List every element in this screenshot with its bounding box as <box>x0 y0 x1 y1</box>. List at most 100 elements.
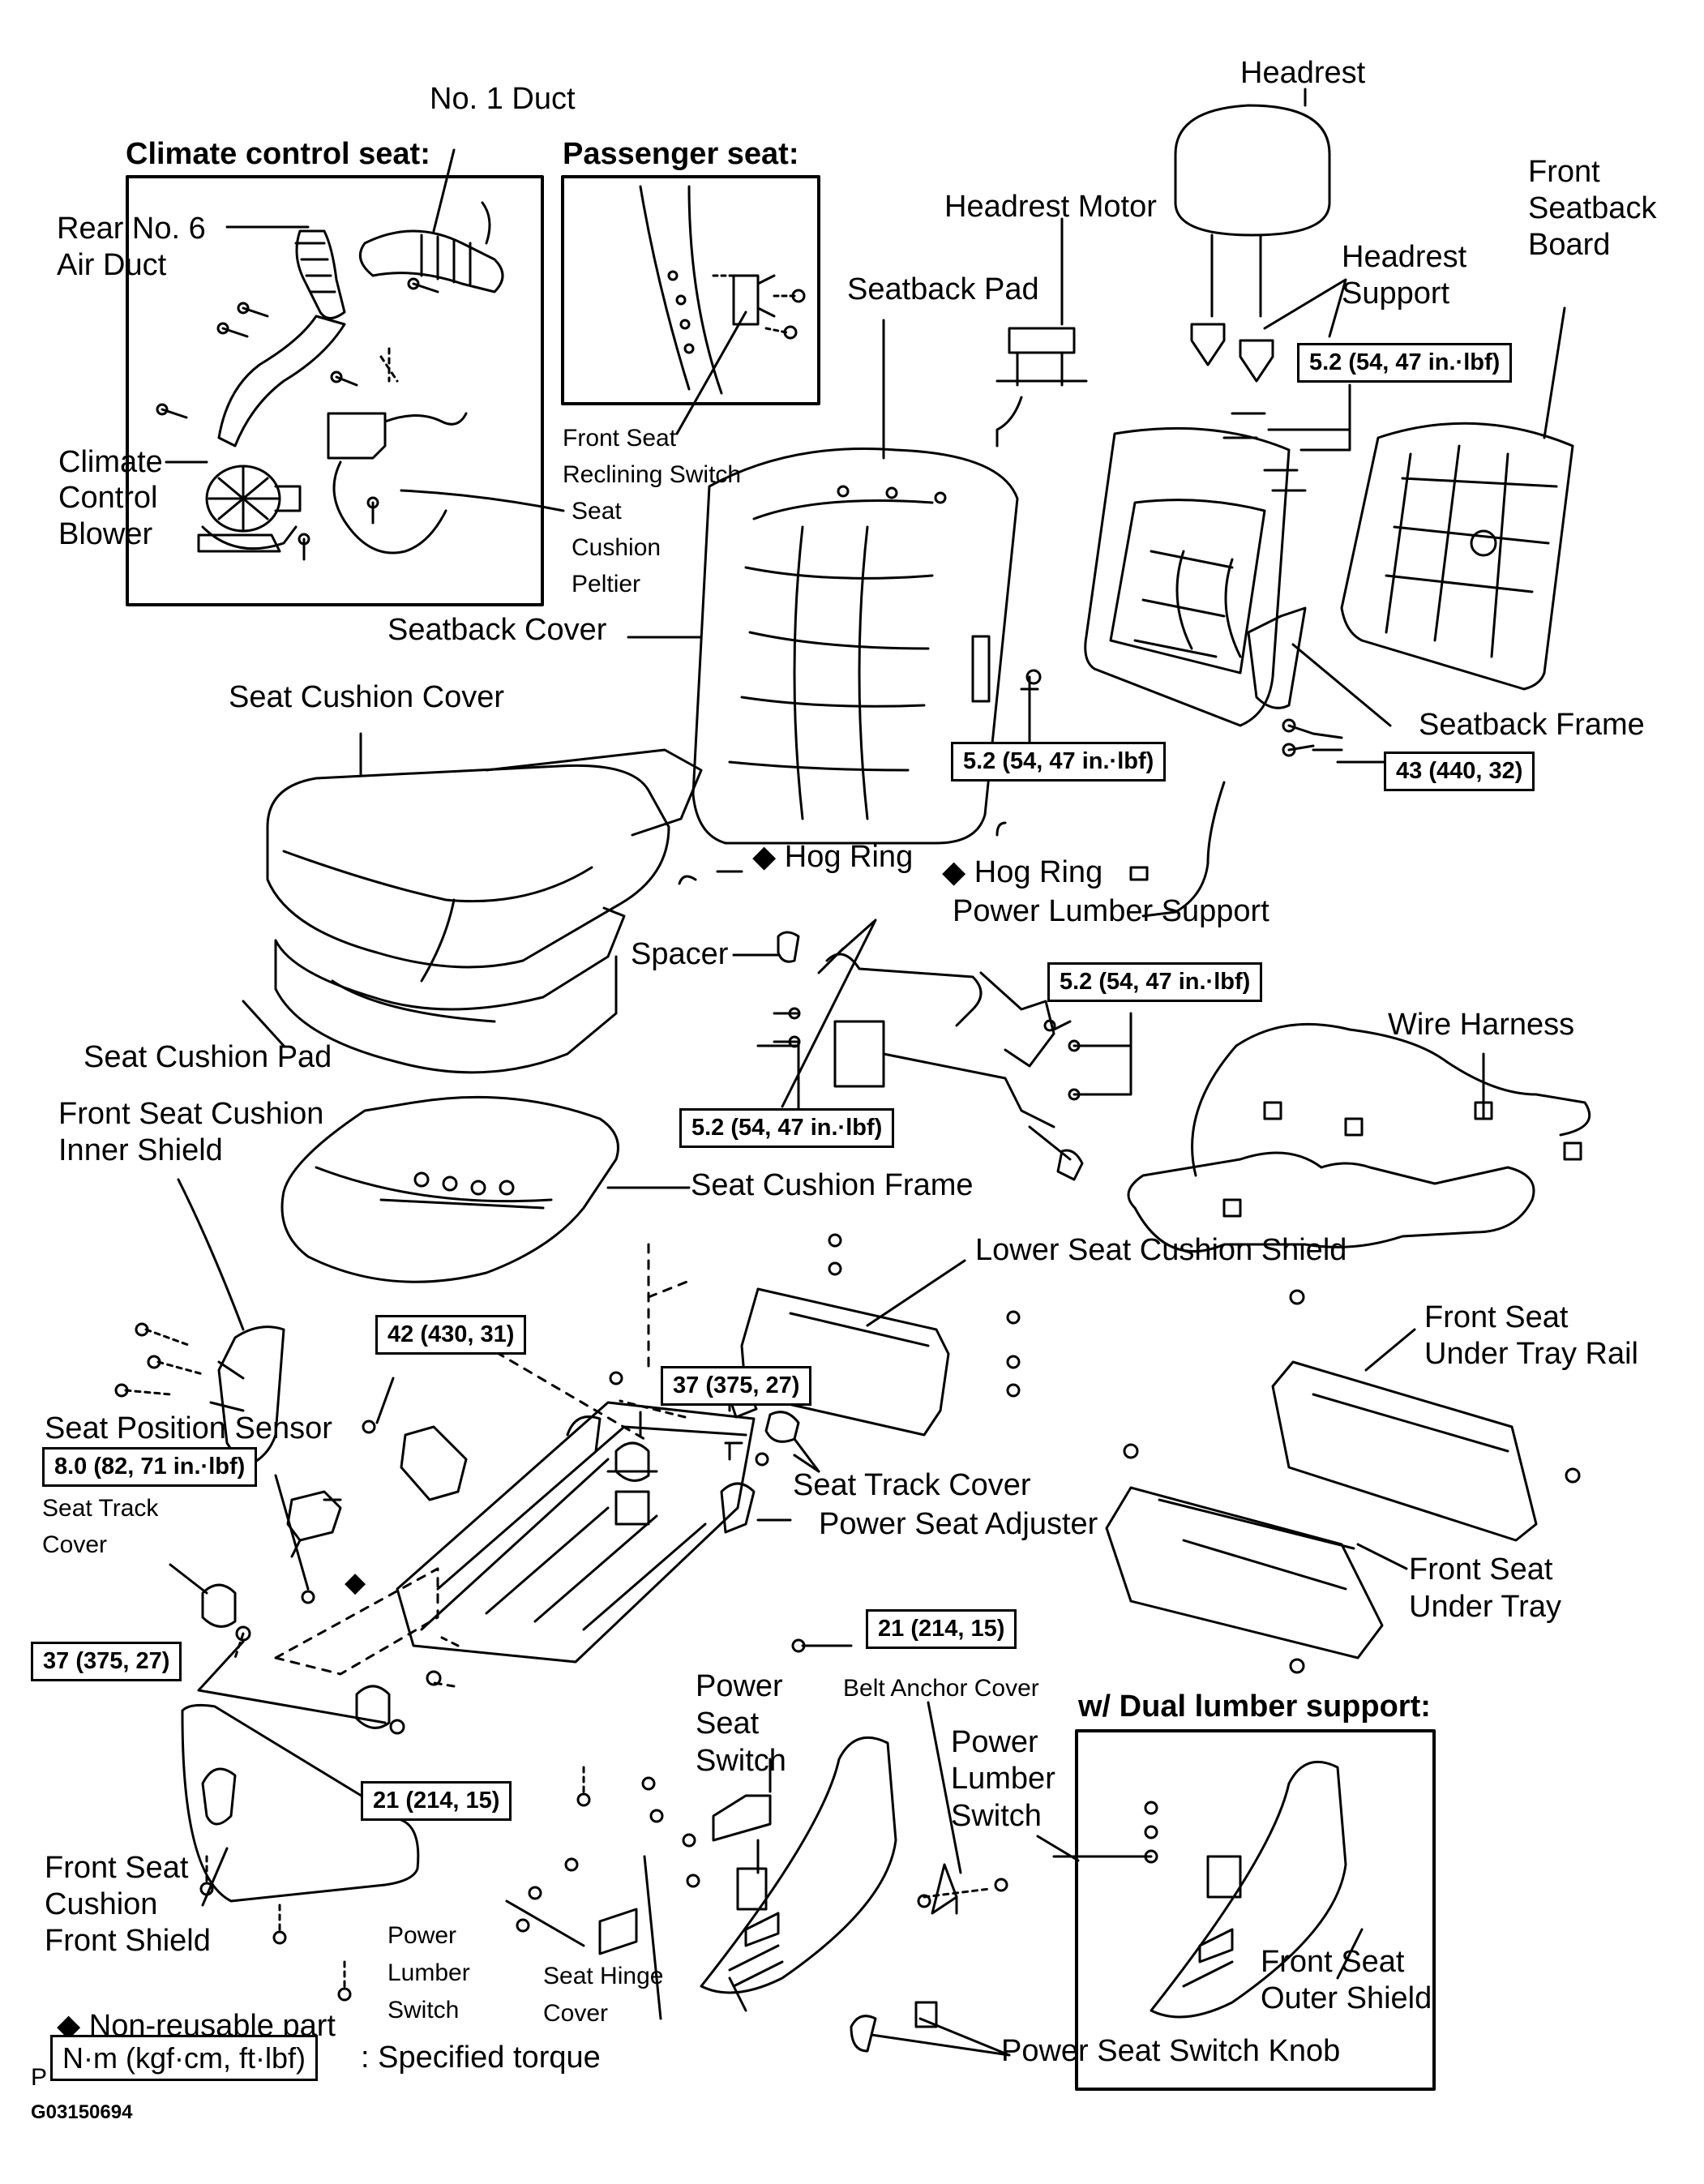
lower-seat-cushion-shield-label: Lower Seat Cushion Shield <box>975 1233 1347 1267</box>
power-lumber-switch-label-3: Switch <box>951 1799 1042 1833</box>
seat-cushion-peltier-label-2: Cushion <box>572 534 661 561</box>
passenger-seat-header: Passenger seat: <box>563 137 799 171</box>
seat-belt-buckle <box>400 1425 468 1501</box>
climate-hose <box>217 315 346 448</box>
power-seat-switch-knob <box>850 2001 938 2053</box>
front-seat-under-tray-rail-label-2: Under Tray Rail <box>1424 1337 1638 1371</box>
legend-torque-box: N·m (kgf·cm, ft·lbf) <box>50 2035 318 2082</box>
headrest-motor-label: Headrest Motor <box>944 190 1157 224</box>
front-seat-outer-shield-label-1: Front Seat <box>1261 1945 1405 1979</box>
front-seat-under-tray-label-1: Front Seat <box>1409 1552 1553 1587</box>
figure-code: G03150694 <box>31 2101 133 2123</box>
torque-track-left: 37 (375, 27) <box>31 1642 182 1681</box>
power-seat-switch-knob-label: Power Seat Switch Knob <box>1001 2034 1341 2068</box>
climate-control-blower-label-3: Blower <box>58 517 153 551</box>
power-lumber-switch-low-label-3: Switch <box>387 1997 460 2023</box>
torque-adjuster-right: 21 (214, 15) <box>866 1609 1017 1649</box>
seat-cushion-cover-label: Seat Cushion Cover <box>229 680 505 714</box>
front-seatback-board <box>1340 422 1574 691</box>
seat-position-sensor-label: Seat Position Sensor <box>45 1411 332 1445</box>
seat-cushion-cover <box>266 748 703 983</box>
power-seat-adjuster <box>396 1401 756 1664</box>
torque-adjuster-top: 42 (430, 31) <box>375 1315 527 1355</box>
headrest <box>1174 104 1331 383</box>
seat-hinge-cover-label-2: Cover <box>543 2000 609 2027</box>
power-lumber-switch-low-label-2: Lumber <box>387 1959 470 1986</box>
headrest-support-label-1: Headrest <box>1342 240 1467 274</box>
torque-seatback-frame: 43 (440, 32) <box>1384 752 1535 791</box>
power-seat-adjuster-label: Power Seat Adjuster <box>819 1507 1098 1541</box>
climate-control-blower <box>197 465 302 553</box>
climate-control-blower-label-2: Control <box>58 481 158 515</box>
no1-duct <box>358 201 504 293</box>
lower-seat-cushion-shield <box>740 1287 950 1437</box>
spacer <box>777 931 800 963</box>
front-seat-cushion-front-shield-label-3: Front Shield <box>45 1924 211 1958</box>
dual-lumber-inset-frame <box>1075 1729 1436 2091</box>
front-seat-cushion-inner-shield-label-1: Front Seat Cushion <box>58 1097 324 1131</box>
rear-no6-air-duct-label-2: Air Duct <box>57 248 167 282</box>
headrest-motor <box>995 327 1088 448</box>
climate-inset-frame <box>126 175 544 606</box>
front-seat-cushion-front-shield-label-1: Front Seat <box>45 1851 189 1885</box>
seat-track-cover-left-label-1: Seat Track <box>42 1495 159 1522</box>
climate-control-blower-label-1: Climate <box>58 445 163 479</box>
seatback-frame <box>1084 426 1307 727</box>
spacer-label: Spacer <box>631 937 729 971</box>
front-seat-under-tray-rail <box>1271 1360 1538 1542</box>
headrest-label: Headrest <box>1240 56 1366 90</box>
legend-p-mark: P <box>31 2064 48 2091</box>
torque-track-cover: 37 (375, 27) <box>661 1366 812 1406</box>
seat-cushion-pad-label: Seat Cushion Pad <box>83 1040 332 1074</box>
seatback-frame-label: Seatback Frame <box>1419 708 1645 742</box>
power-seat-switch-label-2: Seat <box>696 1707 760 1741</box>
seat-cushion-peltier-label-1: Seat <box>572 498 622 525</box>
front-seatback-board-label-2: Seatback <box>1528 191 1657 225</box>
power-lumber-support-label: Power Lumber Support <box>953 894 1269 928</box>
no1-duct-label: No. 1 Duct <box>430 82 576 116</box>
climate-bolts <box>156 277 439 561</box>
seat-track-cover-right-label: Seat Track Cover <box>793 1468 1031 1502</box>
seat-track-cover-left <box>201 1583 237 1628</box>
torque-seatback-top: 5.2 (54, 47 in.·lbf) <box>1297 343 1513 383</box>
front-seat-cushion-inner-shield-label-2: Inner Shield <box>58 1133 223 1167</box>
seat-cushion-frame <box>280 1095 619 1283</box>
headrest-support-label-2: Support <box>1342 276 1450 310</box>
seat-cushion-frame-label: Seat Cushion Frame <box>691 1168 974 1202</box>
power-lumber-switch-label-1: Power <box>951 1725 1038 1759</box>
wire-harness <box>1127 1022 1591 1253</box>
power-lumber-switch-low <box>598 1908 638 1955</box>
seat-cushion-pad <box>274 906 626 1074</box>
hog-ring-label-2: ◆ Hog Ring <box>942 855 1103 889</box>
torque-sensor: 8.0 (82, 71 in.·lbf) <box>42 1447 258 1487</box>
front-seat-under-tray-label-2: Under Tray <box>1409 1590 1561 1624</box>
wire-harness-label: Wire Harness <box>1388 1008 1575 1042</box>
torque-seatback-side: 5.2 (54, 47 in.·lbf) <box>951 742 1167 782</box>
front-seat-outer-shield-label-2: Outer Shield <box>1261 1981 1432 2015</box>
seat-hinge-cover-label-1: Seat Hinge <box>543 1963 664 1989</box>
front-seat-under-tray-rail-label-1: Front Seat <box>1424 1300 1569 1334</box>
front-seat-cushion-front-shield-label-2: Cushion <box>45 1887 158 1921</box>
torque-lumber-right: 5.2 (54, 47 in.·lbf) <box>1047 962 1263 1002</box>
torque-lumber-left: 5.2 (54, 47 in.·lbf) <box>679 1108 895 1148</box>
power-seat-switch-label-3: Switch <box>696 1744 786 1778</box>
rear-no6-air-duct-label-1: Rear No. 6 <box>57 212 206 246</box>
dual-lumber-support-header: w/ Dual lumber support: <box>1078 1689 1431 1724</box>
passenger-inset-frame <box>561 175 820 405</box>
legend-torque-text: : Specified torque <box>361 2041 601 2075</box>
power-seat-switch-label-1: Power <box>696 1669 783 1703</box>
front-seat-reclining-switch-label-1: Front Seat <box>563 425 677 452</box>
non-reusable-marker: ◆ <box>345 1567 366 1598</box>
seatback-cover-label: Seatback Cover <box>387 613 607 647</box>
front-seatback-board-label-1: Front <box>1528 155 1600 189</box>
dual-lumber-outer-shield <box>1150 1760 1347 2019</box>
front-seat-reclining-switch-label-2: Reclining Switch <box>563 461 742 488</box>
climate-control-seat-header: Climate control seat: <box>126 137 430 171</box>
front-seat-cushion-front-shield <box>181 1703 420 1903</box>
seat-track-cover-left-label-2: Cover <box>42 1531 108 1558</box>
power-lumber-switch-low-label-1: Power <box>387 1922 457 1949</box>
torque-adjuster-bottom: 21 (214, 15) <box>361 1781 512 1821</box>
power-seat-switch <box>712 1794 772 1911</box>
seat-cushion-peltier-label-3: Peltier <box>572 571 641 597</box>
